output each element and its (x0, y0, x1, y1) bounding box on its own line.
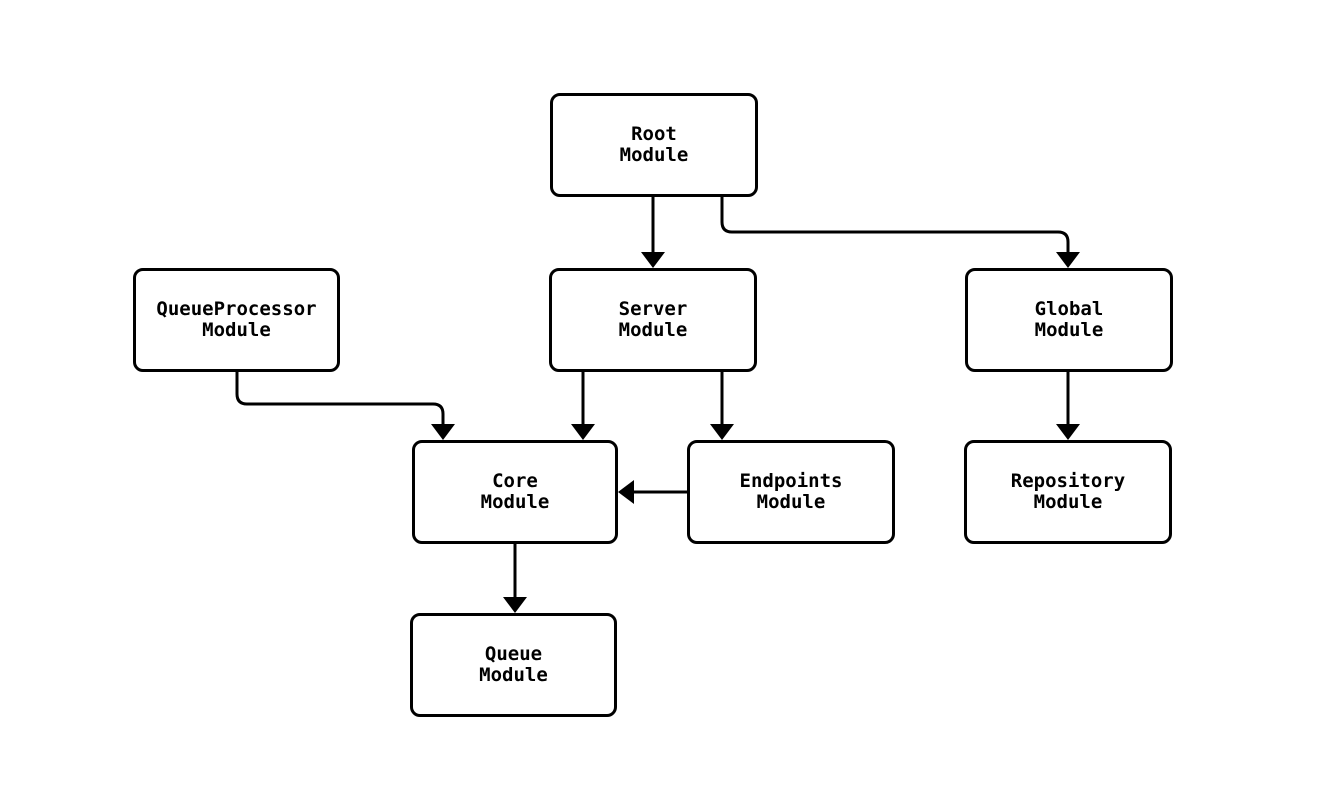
node-queue-module: Queue Module (410, 613, 617, 717)
edge-queueprocessor-to-core (235, 372, 455, 440)
node-label: Module (479, 664, 548, 686)
node-label: Module (480, 491, 550, 513)
edge-root-to-global (720, 197, 1080, 268)
node-label: Module (756, 491, 826, 513)
node-label: Core (492, 470, 538, 492)
node-global-module: Global Module (965, 268, 1173, 372)
node-repository-module: Repository Module (964, 440, 1172, 544)
node-label: Server (618, 298, 688, 320)
node-label: Repository (1010, 470, 1126, 492)
node-label: Module (618, 319, 688, 341)
node-label: Global (1034, 298, 1104, 320)
node-queueprocessor-module: QueueProcessor Module (133, 268, 340, 372)
node-root-module: Root Module (550, 93, 758, 197)
node-label: Module (1034, 319, 1104, 341)
node-label: Root (631, 123, 677, 145)
node-label: Module (619, 144, 689, 166)
node-label: Module (202, 319, 271, 341)
node-label: Endpoints (739, 470, 843, 492)
node-label: Module (1033, 491, 1103, 513)
node-label: QueueProcessor (156, 298, 317, 320)
node-label: Queue (484, 643, 543, 665)
node-core-module: Core Module (412, 440, 618, 544)
node-server-module: Server Module (549, 268, 757, 372)
node-endpoints-module: Endpoints Module (687, 440, 895, 544)
